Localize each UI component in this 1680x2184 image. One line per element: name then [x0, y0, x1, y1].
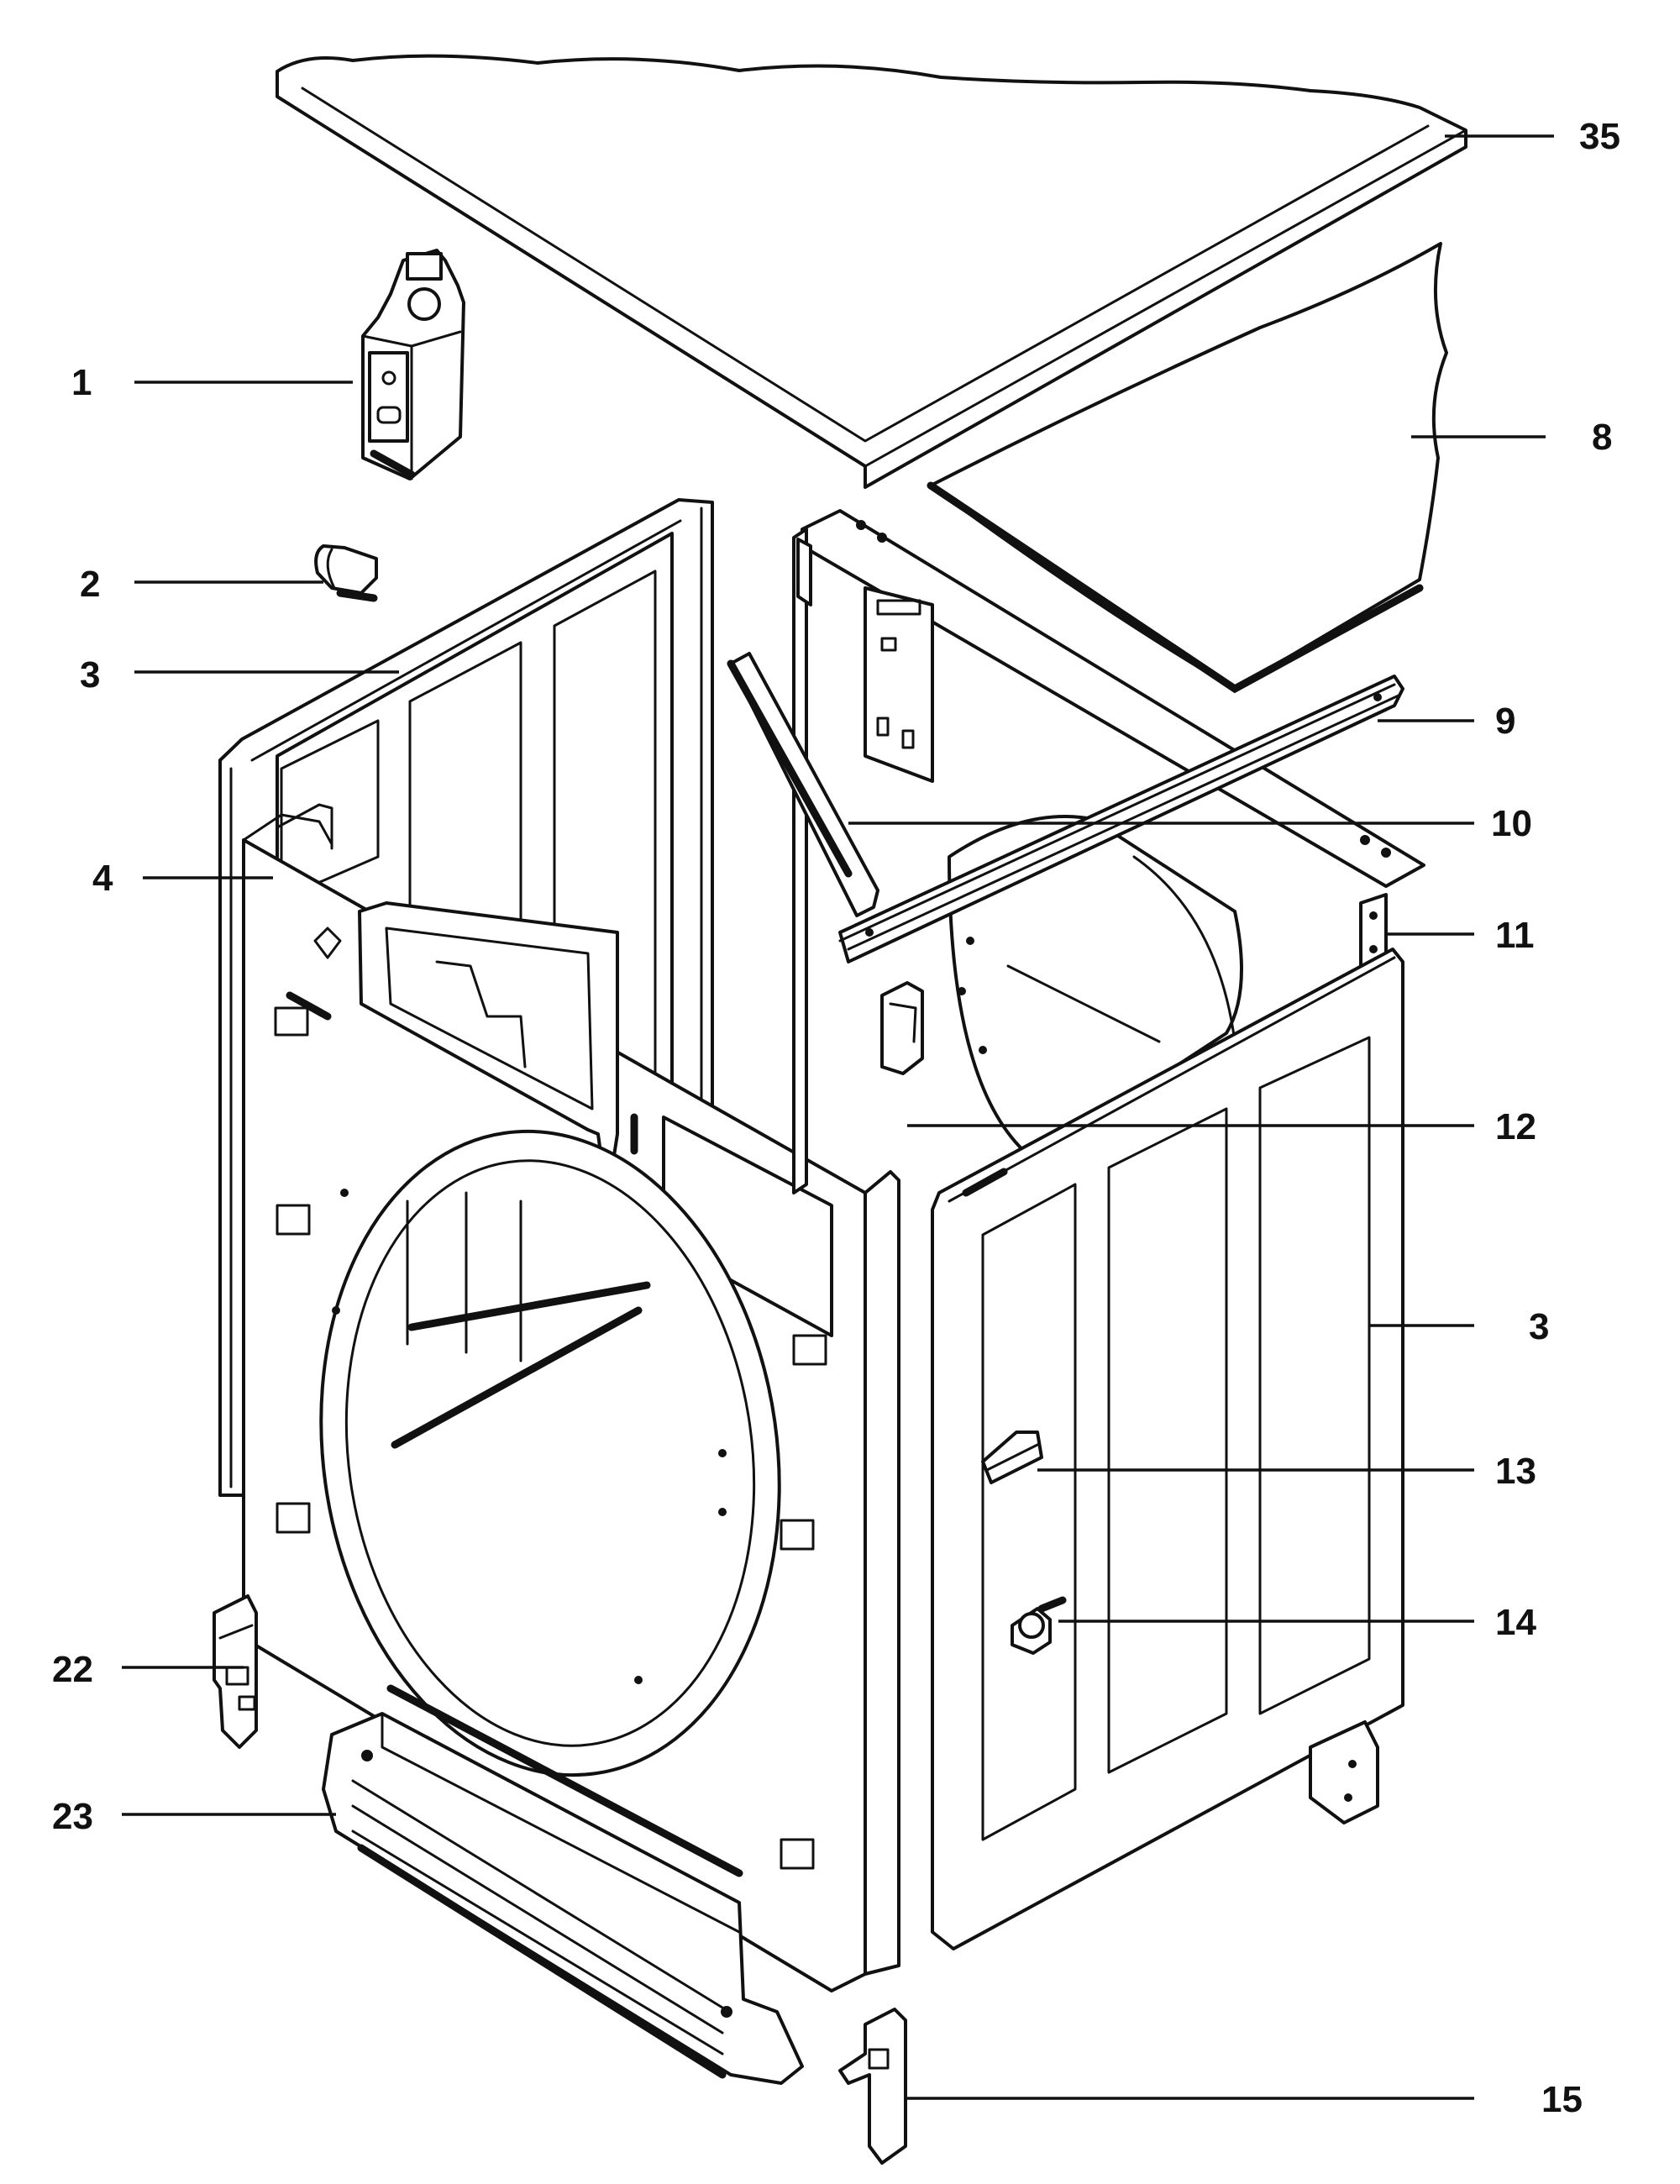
part-9-cross-rail — [838, 675, 1404, 963]
callout-label-8: 8 — [1592, 417, 1612, 458]
part-1-door-lock — [361, 249, 465, 480]
callout-label-35: 35 — [1579, 116, 1620, 157]
callout-group-11: 11 — [1386, 915, 1535, 956]
callout-group-3a: 3 — [80, 654, 399, 696]
callout-group-23: 23 — [52, 1796, 336, 1837]
callout-group-4: 4 — [92, 858, 273, 899]
part-14-foot-bolt — [1011, 1596, 1067, 1655]
callout-group-12: 12 — [907, 1106, 1536, 1147]
part-35-top-panel — [276, 54, 1467, 489]
callout-label-9: 9 — [1495, 701, 1515, 742]
part-4-front-panel — [242, 803, 900, 1992]
callout-group-14: 14 — [1058, 1602, 1536, 1643]
callout-label-3b: 3 — [1529, 1306, 1549, 1347]
callout-group-15: 15 — [906, 2079, 1583, 2120]
part-22-hinge-bracket — [213, 1594, 258, 1749]
callout-label-3a: 3 — [80, 654, 100, 696]
callout-label-11: 11 — [1495, 915, 1535, 956]
callout-label-2: 2 — [80, 564, 100, 605]
callout-group-35: 35 — [1445, 116, 1620, 157]
callout-group-22: 22 — [52, 1649, 244, 1690]
part-23-kick-plate — [322, 1684, 804, 2085]
callout-label-12: 12 — [1495, 1106, 1536, 1147]
callout-group-1: 1 — [71, 362, 353, 403]
callout-label-22: 22 — [52, 1649, 93, 1690]
part-8-insulation-board — [927, 242, 1448, 694]
part-3-right-side-panel — [931, 948, 1404, 1950]
rear-frame-panel — [792, 509, 1425, 1194]
callout-label-13: 13 — [1495, 1451, 1536, 1492]
callout-group-2: 2 — [80, 564, 323, 605]
part-10-bar — [727, 652, 879, 917]
callout-group-8: 8 — [1411, 417, 1612, 458]
callout-label-23: 23 — [52, 1796, 93, 1837]
callout-group-13: 13 — [1037, 1451, 1536, 1492]
callout-group-10: 10 — [848, 803, 1532, 844]
part-2-clip — [314, 544, 378, 602]
part-12-latch — [880, 981, 924, 1075]
callout-label-10: 10 — [1491, 803, 1532, 844]
callout-label-14: 14 — [1495, 1602, 1536, 1643]
part-15-corner-bracket — [838, 2008, 907, 2165]
callout-label-15: 15 — [1541, 2079, 1583, 2120]
part-13-hinge-catch — [981, 1431, 1043, 1484]
callout-label-4: 4 — [92, 858, 113, 899]
callout-group-9: 9 — [1378, 701, 1515, 742]
callout-label-1: 1 — [71, 362, 92, 403]
callout-group-3b: 3 — [1369, 1306, 1549, 1347]
